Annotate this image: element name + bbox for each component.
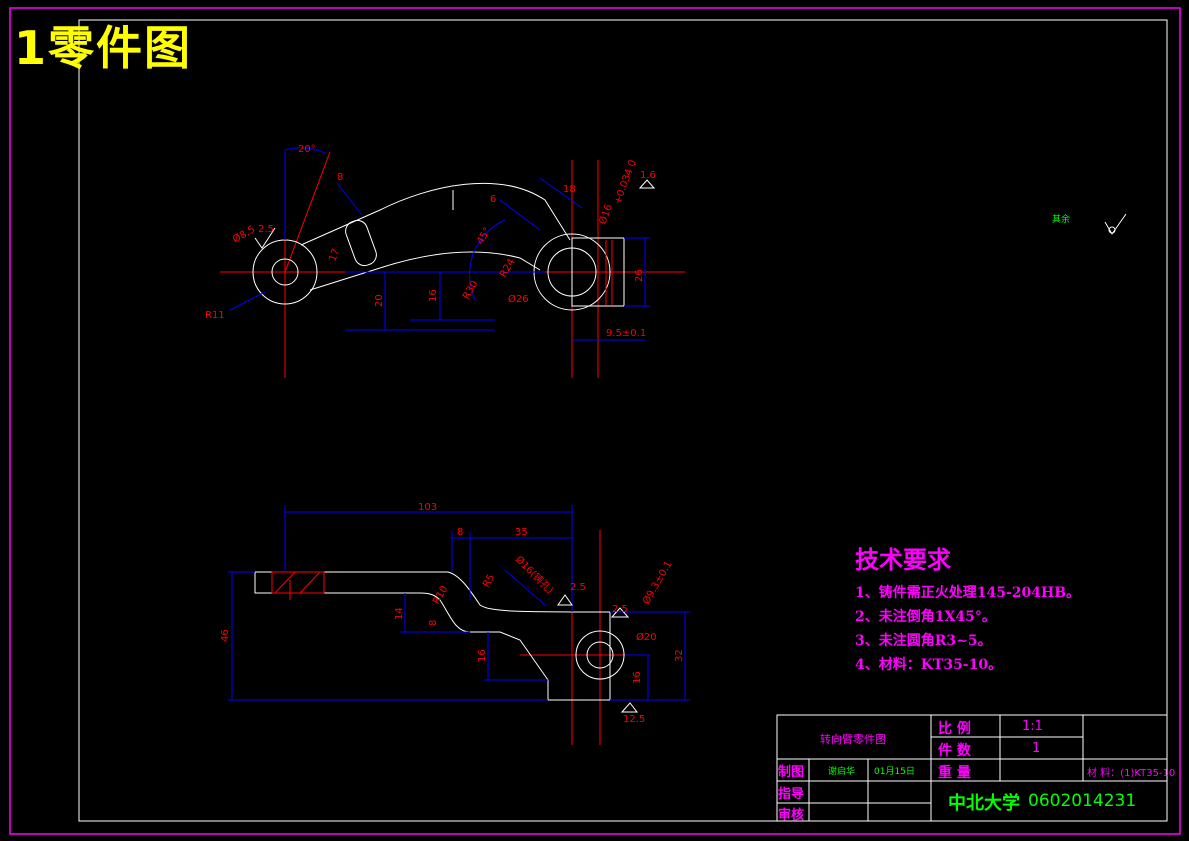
arm-outline — [300, 182, 571, 246]
right-bore — [571, 237, 625, 307]
scale-value: 1:1 — [1022, 719, 1043, 734]
dim-text: 12.5 — [623, 714, 645, 725]
bottom-boss — [575, 630, 625, 680]
top-view — [220, 147, 685, 378]
dim-text: 103 — [418, 502, 437, 513]
surface-finish-icon — [620, 702, 639, 713]
surface-note: 其余 — [1052, 213, 1070, 225]
dim-text: 9.5±0.1 — [606, 328, 646, 339]
dim-text: Ø9.3±0.1 — [640, 559, 674, 607]
r30-arc — [468, 219, 506, 301]
dim-text: 20 — [374, 294, 385, 307]
dim-text: 2.5 — [612, 604, 628, 615]
dim-text: 8 — [337, 172, 343, 183]
dim-text: 6 — [490, 194, 496, 205]
dim-line — [499, 199, 541, 231]
surface-finish-icon — [254, 227, 276, 249]
outer-border — [9, 7, 1181, 835]
hatch-box — [271, 571, 325, 594]
bottom-view — [228, 505, 690, 745]
tech-requirements: 技术要求 1、铸件需正火处理145-204HB。 2、未注倒角1X45°。 3、… — [855, 540, 1080, 677]
dim-text: 35 — [515, 527, 528, 538]
guide-label: 指导 — [778, 787, 805, 802]
dim-text: 8 — [457, 527, 463, 538]
tech-heading: 技术要求 — [855, 545, 951, 574]
dim-text: 32 — [674, 649, 685, 662]
dim-text: Ø16(铸孔) — [513, 553, 556, 596]
dim-text: 17 — [327, 247, 342, 263]
dim-line — [504, 569, 546, 606]
surface-finish-icon — [638, 179, 656, 189]
surface-finish-icon — [1108, 226, 1116, 234]
dim-text: R5 — [481, 572, 497, 589]
count-label: 件 数 — [938, 743, 971, 759]
tech-item: 4、材料：KT35-10。 — [855, 657, 1003, 673]
bottom-hole — [586, 641, 614, 669]
sheet-title: 1零件图 — [14, 21, 193, 75]
dim-text: 2.5 — [258, 224, 274, 235]
dim-text: Ø20 — [636, 631, 657, 643]
scale-label: 比 例 — [938, 721, 971, 737]
bottom-outline — [254, 571, 611, 701]
tech-item: 2、未注倒角1X45°。 — [855, 609, 996, 625]
surface-finish-icon — [610, 607, 630, 618]
part-name: 转向臂零件图 — [820, 733, 886, 746]
dim-text: R11 — [205, 310, 225, 321]
dim-text: 26 — [634, 269, 645, 282]
dim-text: 14 — [394, 607, 405, 620]
dim-text: R10 — [431, 584, 450, 607]
count-value: 1 — [1032, 741, 1041, 756]
title-block — [776, 714, 1168, 822]
dim-line — [229, 291, 266, 311]
center-line — [284, 151, 331, 273]
dim-text: Ø8.5 — [231, 223, 258, 245]
dim-text: 20° — [298, 144, 316, 155]
dim-text: Ø16 — [597, 203, 615, 226]
drawn-date: 01月15日 — [874, 767, 915, 777]
slot — [345, 219, 377, 267]
arm-outline-lower — [309, 251, 541, 291]
dim-text: +0.034 0 — [612, 159, 638, 207]
dim-text: R24 — [498, 257, 517, 280]
school-name: 中北大学 — [948, 793, 1020, 814]
angle-arc — [284, 147, 326, 154]
hatch — [274, 571, 296, 594]
tech-item: 1、铸件需正火处理145-204HB。 — [855, 585, 1081, 601]
dim-text: 16 — [632, 671, 643, 684]
surface-finish-icon — [1104, 213, 1127, 235]
review-label: 审核 — [778, 808, 805, 823]
dim-text: 16 — [477, 649, 488, 662]
dim-text: 16 — [428, 289, 439, 302]
drawn-by: 谢启华 — [828, 767, 856, 777]
dim-line — [539, 177, 583, 209]
dim-text: Ø26 — [508, 293, 529, 305]
left-hole — [271, 258, 299, 286]
dim-text: R30 — [461, 279, 480, 302]
tech-item: 3、未注圆角R3~5。 — [855, 633, 992, 649]
material: 材 料：(1)KT35-10 — [1087, 768, 1176, 779]
drawn-label: 制图 — [778, 765, 805, 780]
dim-text: 46 — [220, 629, 231, 642]
surface-finish-icon — [557, 594, 573, 606]
student-id: 0602014231 — [1028, 791, 1137, 811]
dim-text: 18 — [563, 184, 576, 195]
dim-line — [336, 182, 363, 216]
weight-label: 重 量 — [938, 765, 971, 781]
dim-text: 8 — [428, 620, 439, 626]
hatch — [299, 571, 321, 594]
inner-frame — [78, 19, 1168, 822]
dim-text: 2.5 — [570, 582, 586, 593]
dim-text: 1.6 — [640, 170, 656, 181]
